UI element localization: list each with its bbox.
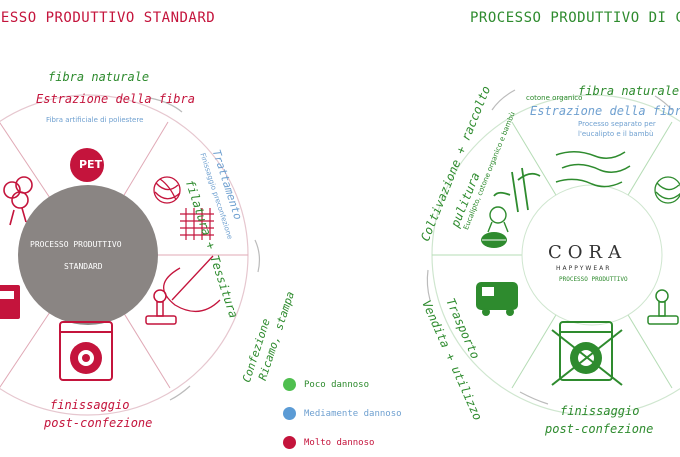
van-icon: [476, 282, 518, 316]
pet-badge: [70, 148, 104, 182]
yarn-ball-icon: [153, 176, 181, 204]
fibra-naturale-label: fibra naturale: [48, 70, 150, 84]
cora-flow-arrows: [426, 89, 673, 405]
cotone-organico-note: cotone organico: [526, 94, 583, 102]
truck-icon: [0, 285, 20, 319]
pet-badge-label: PET: [79, 158, 103, 171]
processo-separato-note: Processo separato per: [578, 120, 656, 128]
legend-dot-green: [283, 378, 296, 391]
cora-estrazione-label: Estrazione della fibra: [530, 104, 680, 118]
standard-wheel: [0, 94, 261, 416]
legend: Poco dannoso Mediamente dannoso Molto da…: [283, 370, 402, 457]
yarn-ball-icon: [654, 176, 680, 204]
cora-finissaggio-label: finissaggio: [560, 404, 640, 418]
washing-machine-icon: [59, 321, 113, 381]
legend-dot-red: [283, 436, 296, 449]
post-confezione-label: post-confezione: [44, 416, 153, 430]
legend-item-medium: Mediamente dannoso: [283, 399, 402, 428]
stamp-icon: [647, 289, 679, 325]
cora-center-caption: PROCESSO PRODUTTIVO: [559, 276, 628, 283]
estrazione-label: Estrazione della fibra: [36, 92, 195, 106]
standard-center-line1: PROCESSO PRODUTTIVO: [30, 240, 122, 249]
cora-logo: CORA: [548, 242, 628, 263]
standard-center-circle: [18, 185, 158, 325]
standard-flow-arrows: [149, 97, 261, 401]
legend-label-medium: Mediamente dannoso: [304, 408, 402, 419]
legend-label-low: Poco dannoso: [304, 379, 370, 390]
standard-title: CESSO PRODUTTIVO STANDARD: [0, 10, 216, 26]
fibra-artificiale-note: Fibra artificiale di poliestere: [46, 116, 144, 124]
cora-center-circle: [521, 184, 663, 326]
cora-post-confezione-label: post-confezione: [545, 422, 654, 436]
legend-item-low: Poco dannoso: [283, 370, 402, 399]
cotton-icon: [3, 176, 33, 226]
fabric-weave-icon: [180, 208, 214, 240]
bamboo-icon: [493, 167, 541, 213]
needle-thread-icon: [163, 255, 221, 312]
finissaggio-label: finissaggio: [50, 398, 130, 412]
cora-title: PROCESSO PRODUTTIVO DI CO: [470, 10, 680, 26]
cora-fibra-naturale-label: fibra naturale: [578, 84, 680, 98]
washing-machine-icon: [551, 321, 623, 386]
fiber-wisps-icon: [555, 151, 631, 188]
standard-center-line2: STANDARD: [64, 262, 103, 271]
legend-item-high: Molto dannoso: [283, 428, 402, 457]
legend-dot-blue: [283, 407, 296, 420]
legend-label-high: Molto dannoso: [304, 437, 375, 448]
eucalipto-bambu-note: l'eucalipto e il bambù: [578, 130, 654, 138]
cotton-plant-icon: [487, 206, 509, 233]
leaf-icon: [481, 232, 507, 248]
cora-wheel: [426, 89, 680, 416]
stamp-icon: [145, 289, 177, 325]
cora-logo-sub: HAPPYWEAR: [556, 265, 612, 272]
